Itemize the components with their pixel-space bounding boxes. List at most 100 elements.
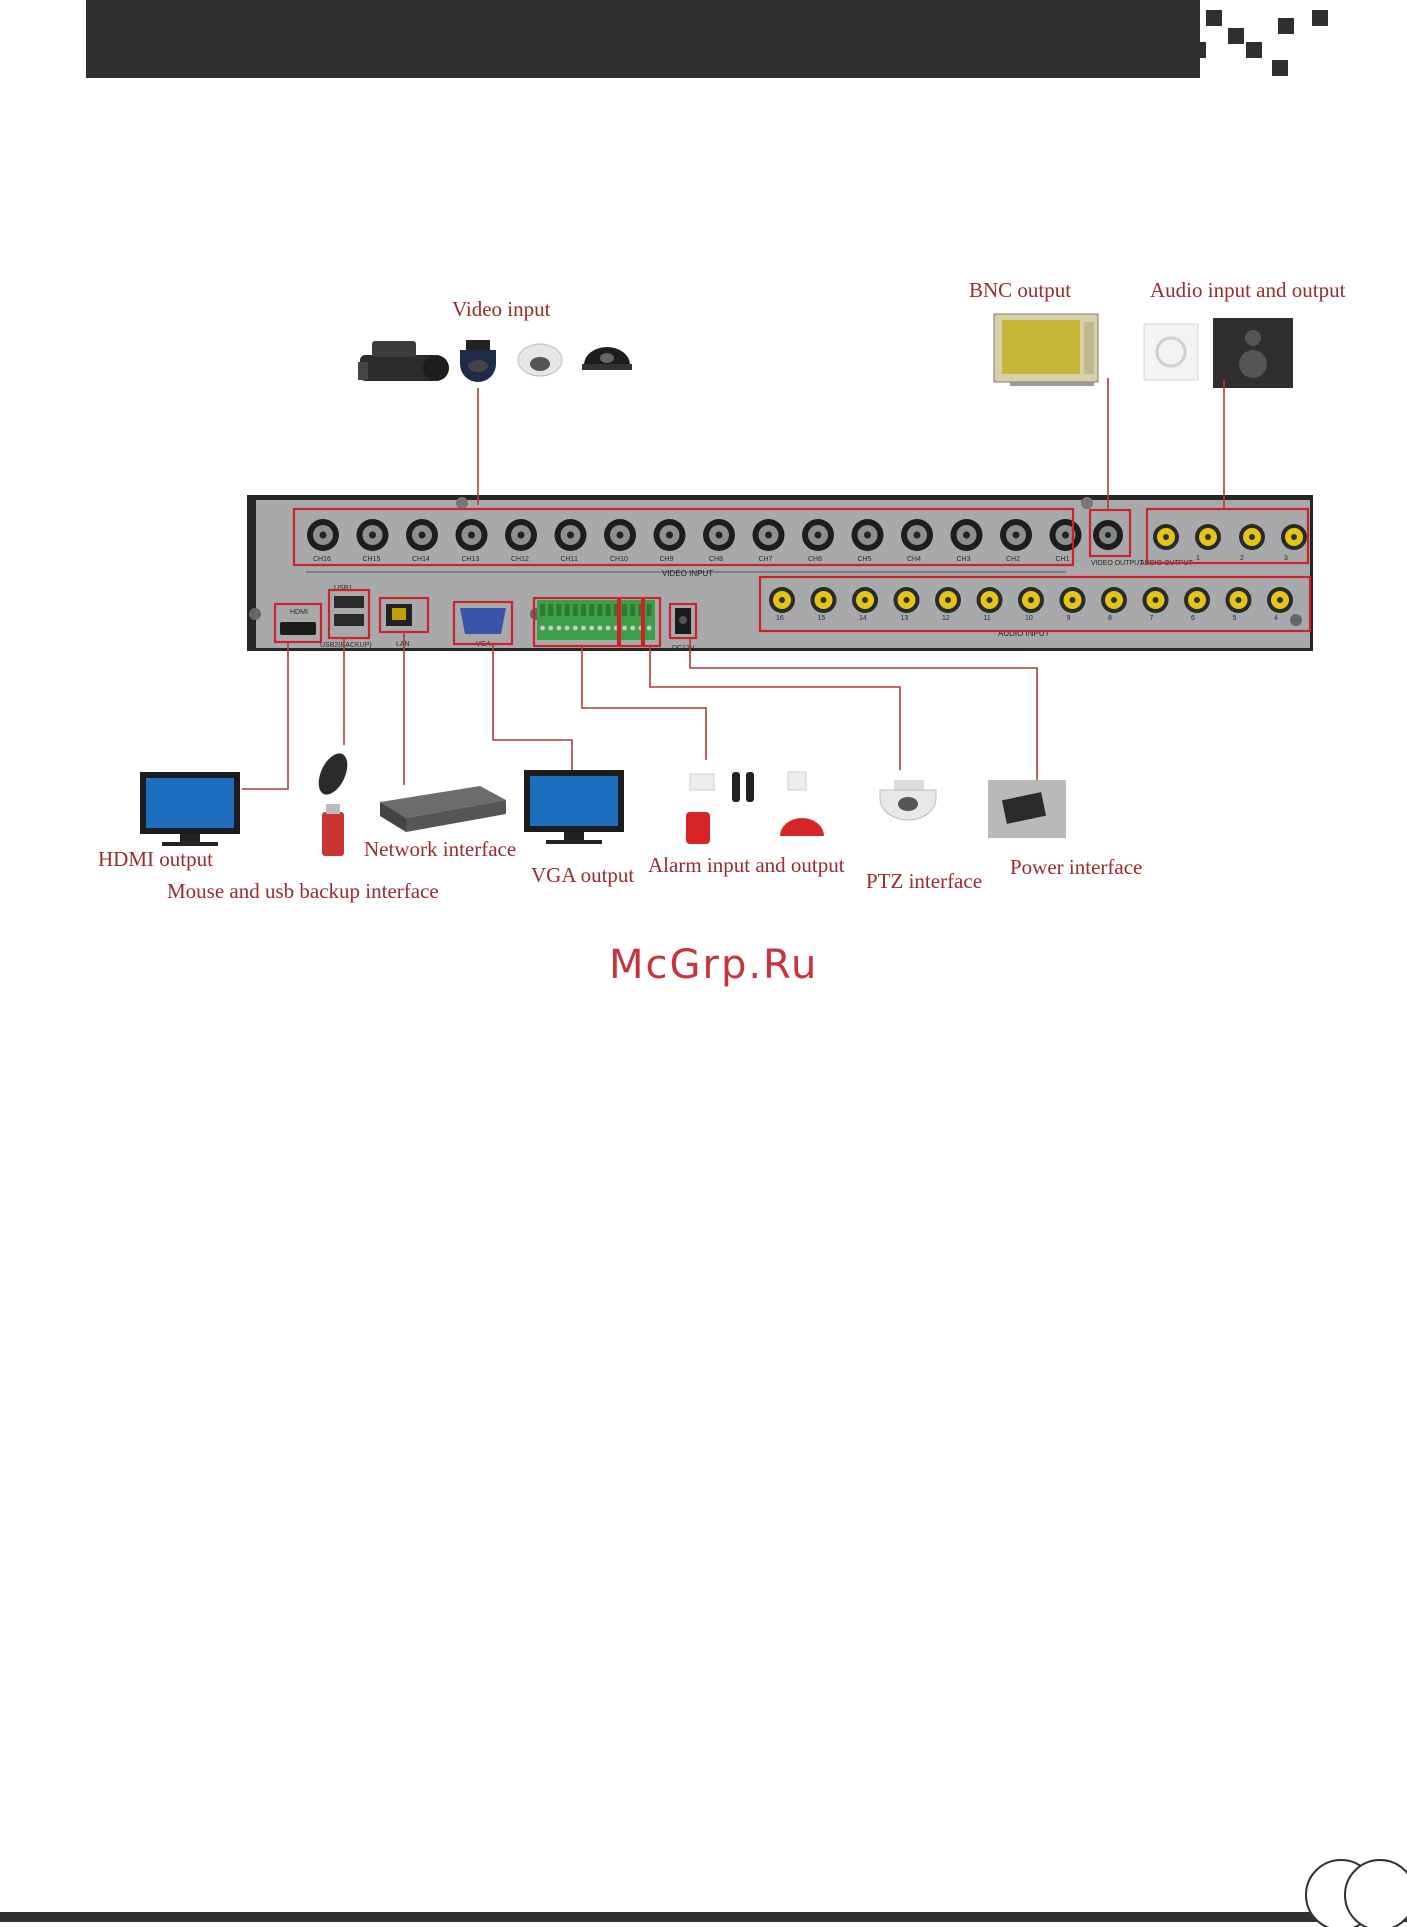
- terminal-pin: [630, 604, 636, 616]
- bnc-connector-ch3: CH3: [950, 519, 983, 563]
- hdmi-output-callout: HDMI output: [98, 847, 213, 871]
- audio-jack-bottom-11: [1184, 587, 1210, 613]
- leader-lines: [242, 378, 1225, 790]
- bnc-connector-ch6: CH6: [802, 519, 834, 563]
- bnc-monitor-icon: [993, 313, 1099, 386]
- bnc-connector-ch10: CH10: [604, 519, 636, 563]
- terminal-screw: [630, 625, 636, 631]
- highlight-frames: [273, 507, 1312, 648]
- bnc-connector-ch8: CH8: [703, 519, 735, 563]
- terminal-pin: [548, 604, 554, 616]
- lan-label: LAN: [396, 641, 410, 648]
- hdmi-label: HDMI: [290, 609, 308, 616]
- lan-port: LAN: [386, 604, 412, 648]
- channel-label: CH4: [907, 556, 921, 563]
- channel-label: CH11: [561, 556, 578, 563]
- camcorder-icon: [358, 341, 449, 381]
- bnc-connector-ch2: CH2: [1000, 519, 1032, 563]
- audio-jack-bottom-9: [1101, 587, 1127, 613]
- terminal-screw: [589, 625, 595, 631]
- audio-number-label: 4: [1274, 615, 1278, 622]
- vga-output-callout: VGA output: [531, 863, 634, 887]
- audio-number-label: 7: [1150, 615, 1154, 622]
- power-interface-callout: Power interface: [1010, 855, 1142, 879]
- terminal-pin: [564, 604, 570, 616]
- audio-jack-top-3: [1239, 524, 1265, 550]
- audio-number-label: 15: [818, 615, 826, 622]
- bnc-connector-ch11: CH11: [554, 519, 587, 563]
- audio-number-label: 8: [1108, 615, 1112, 622]
- bnc-output-callout: BNC output: [969, 278, 1071, 302]
- terminal-screw: [572, 625, 578, 631]
- audio-number-label: 2: [1240, 555, 1244, 562]
- bnc-connector-ch16: CH16: [307, 519, 339, 563]
- channel-label: CH16: [313, 556, 331, 563]
- watermark: McGrp.Ru: [609, 942, 818, 988]
- video-input-label: VIDEO INPUT: [662, 569, 713, 578]
- speed-dome-icon: [460, 340, 496, 382]
- dc-power-jack: DC12V: [672, 608, 695, 652]
- audio-jack-bottom-2: [810, 587, 837, 613]
- usb1-label: USB1: [334, 585, 352, 592]
- header-band: [86, 0, 1328, 78]
- terminal-screw: [622, 625, 627, 631]
- terminal-pin: [605, 604, 611, 616]
- terminal-pin: [589, 604, 595, 616]
- usb-stick-icon: [322, 804, 344, 856]
- terminal-screw: [540, 625, 545, 631]
- audio-number-label: 10: [1025, 615, 1033, 622]
- dc-label: DC12V: [672, 645, 695, 652]
- terminal-block: [537, 600, 655, 640]
- audio-jack-bottom-7: [1018, 587, 1044, 613]
- audio-jack-bottom-12: [1225, 587, 1252, 613]
- terminal-pin: [613, 604, 619, 616]
- terminal-screw: [597, 625, 603, 631]
- audio-number-label: 16: [776, 615, 784, 622]
- terminal-screw: [581, 625, 586, 631]
- terminal-screw: [564, 625, 570, 631]
- terminal-pin: [597, 604, 603, 616]
- bnc-connector-ch5: CH5: [851, 519, 884, 563]
- audio-jack-bottom-1: [769, 587, 795, 613]
- terminal-pin: [581, 604, 586, 616]
- audio-jack-bottom-3: [852, 587, 878, 613]
- mouse-icon: [318, 753, 348, 795]
- channel-label: CH9: [660, 556, 674, 563]
- channel-label: CH2: [1006, 556, 1020, 563]
- hdmi-port: HDMI: [280, 609, 316, 635]
- bnc-connector-ch15: CH15: [356, 519, 389, 563]
- channel-label: CH3: [957, 556, 971, 563]
- dome-camera-white-icon: [517, 343, 563, 377]
- dome-camera-black-icon: [582, 347, 632, 370]
- network-switch-icon: [380, 786, 506, 832]
- network-interface-callout: Network interface: [364, 837, 516, 861]
- audio-input-label: AUDIO INPUT: [998, 629, 1050, 638]
- audio-jack-bottom-4: [893, 587, 920, 613]
- audio-number-label: 9: [1067, 615, 1071, 622]
- audio-jack-bottom-6: [976, 587, 1003, 613]
- video-camera-icons: [358, 340, 632, 382]
- vga-monitor-icon: [524, 770, 624, 844]
- audio-number-label: 12: [942, 615, 950, 622]
- mouse-usb-callout: Mouse and usb backup interface: [167, 879, 439, 903]
- channel-label: CH13: [462, 556, 480, 563]
- audio-jack-top-4: [1281, 524, 1307, 550]
- alarm-device-icons: [686, 771, 824, 844]
- bnc-connector-ch12: CH12: [505, 519, 537, 563]
- bnc-connector-ch4: CH4: [901, 519, 933, 563]
- terminal-pin: [540, 604, 545, 616]
- audio-jack-top-1: [1153, 524, 1179, 550]
- terminal-pin: [572, 604, 578, 616]
- audio-number-label: 6: [1191, 615, 1195, 622]
- hdmi-monitor-icon: [140, 772, 240, 846]
- channel-label: CH5: [858, 556, 872, 563]
- bnc-connector-ch7: CH7: [752, 519, 785, 563]
- bnc-connector-ch13: CH13: [455, 519, 488, 563]
- channel-label: CH7: [759, 556, 773, 563]
- channel-label: CH15: [363, 556, 381, 563]
- usb2-label: USB2(BACKUP): [320, 642, 372, 649]
